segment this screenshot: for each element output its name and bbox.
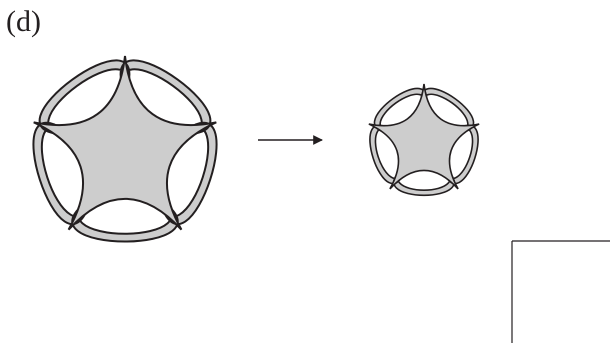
large-flower: [33, 56, 216, 242]
large-flower-star: [34, 56, 217, 230]
small-flower: [369, 84, 479, 195]
partial-frame: [512, 241, 610, 343]
